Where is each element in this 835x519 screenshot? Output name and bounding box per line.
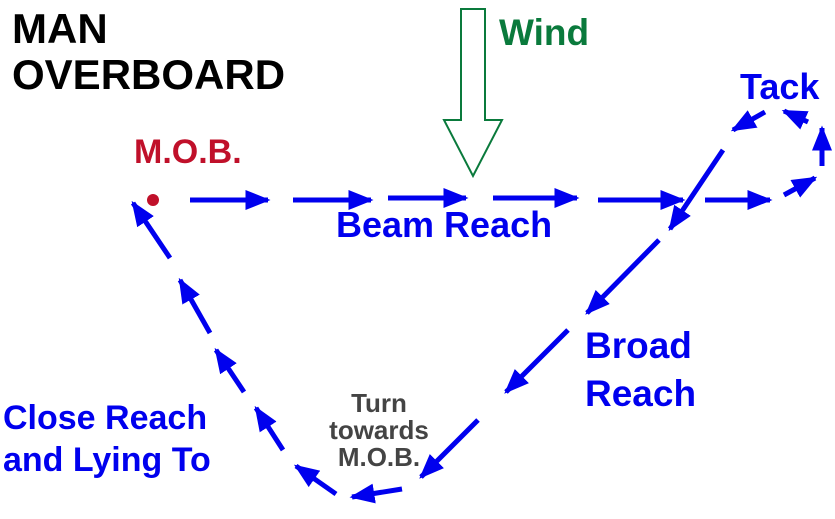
mob-marker-dot — [147, 194, 159, 206]
turn-line-3: M.O.B. — [337, 442, 421, 472]
close-reach-arrow-3 — [177, 277, 213, 335]
turn-line-1: Turn — [351, 388, 407, 418]
broad-reach-line-2: Reach — [585, 373, 697, 414]
tack-arrow-5 — [667, 148, 726, 232]
turn-arrow-2 — [293, 463, 338, 497]
broad-reach-arrow-2 — [504, 328, 570, 394]
close-reach-arrow-2 — [213, 347, 247, 394]
tack-label: Tack — [740, 66, 820, 107]
title-line-1: MAN — [12, 5, 108, 52]
wind-label: Wind — [499, 12, 590, 53]
turn-towards-mob-label: Turn towards M.O.B. — [304, 390, 454, 471]
broad-reach-label: Broad Reach — [585, 322, 696, 418]
turn-line-2: towards — [329, 415, 429, 445]
close-reach-arrow-1 — [253, 405, 286, 452]
title-line-2: OVERBOARD — [12, 51, 286, 98]
close-reach-arrow-4 — [130, 200, 173, 260]
tack-arrow-4 — [730, 109, 767, 133]
close-reach-line-1: Close Reach — [3, 399, 208, 437]
diagram-title: MAN OVERBOARD — [12, 6, 285, 98]
broad-reach-arrow-3 — [419, 418, 480, 479]
wind-arrow — [442, 8, 504, 179]
turn-arrow-1 — [349, 483, 403, 504]
tack-arrow-3 — [781, 108, 810, 130]
broad-reach-line-1: Broad — [585, 325, 692, 366]
beam-reach-label: Beam Reach — [336, 204, 553, 245]
close-reach-line-2: and Lying To — [3, 441, 211, 479]
mob-label: M.O.B. — [134, 133, 242, 171]
close-reach-label: Close Reach and Lying To — [3, 397, 211, 481]
broad-reach-arrow-1 — [585, 238, 661, 315]
tack-arrow-1 — [782, 175, 818, 198]
course-arrows — [130, 108, 832, 504]
